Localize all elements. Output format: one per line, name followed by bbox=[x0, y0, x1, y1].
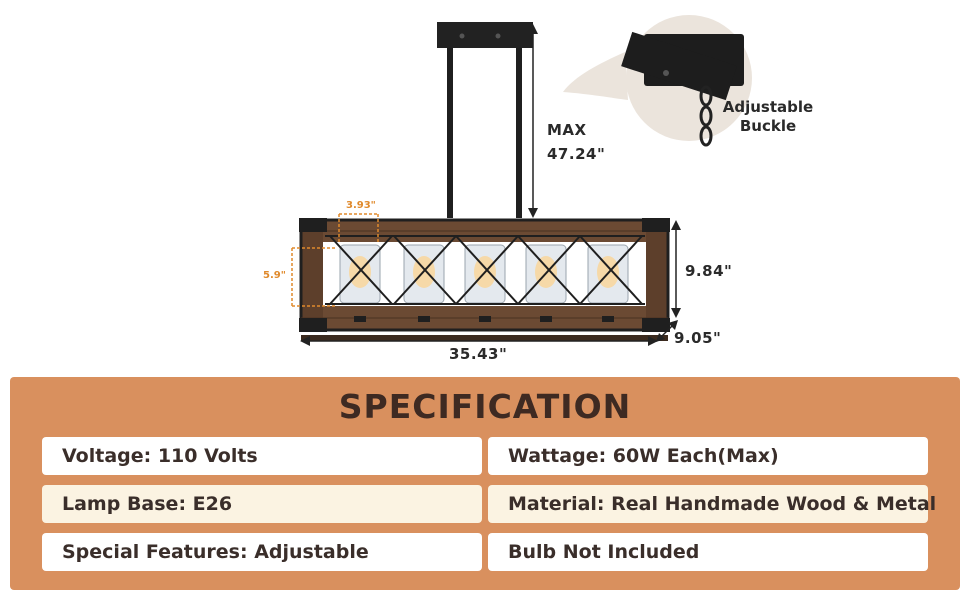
spec-special-features: Special Features: Adjustable bbox=[42, 533, 482, 571]
spec-voltage: Voltage: 110 Volts bbox=[42, 437, 482, 475]
specification-title: SPECIFICATION bbox=[338, 387, 632, 426]
max-height-value: 47.24" bbox=[547, 145, 606, 163]
spec-wattage: Wattage: 60W Each(Max) bbox=[488, 437, 928, 475]
shade-height-value: 5.9" bbox=[263, 270, 286, 281]
rod-left bbox=[447, 48, 453, 218]
inset-label-line2: Buckle bbox=[739, 117, 797, 135]
shade-width-value: 3.93" bbox=[346, 200, 376, 211]
rod-right bbox=[516, 48, 522, 218]
spec-bulb: Bulb Not Included bbox=[488, 533, 928, 571]
adjustable-buckle-label: Adjustable Buckle bbox=[718, 98, 818, 136]
spec-lamp-base: Lamp Base: E26 bbox=[42, 485, 482, 523]
product-diagram: MAX 47.24" 9.84" 9.05" 35.43" 3.93" 5.9"… bbox=[263, 15, 818, 363]
spec-material: Material: Real Handmade Wood & Metal bbox=[488, 485, 936, 523]
shade-dimension-lines bbox=[291, 213, 379, 307]
adjustable-buckle-inset bbox=[563, 15, 752, 147]
fixture-depth-value: 9.05" bbox=[674, 329, 722, 347]
chandelier-illustration bbox=[291, 15, 752, 346]
max-label: MAX bbox=[547, 121, 587, 139]
specification-panel: SPECIFICATION Voltage: 110 Volts Wattage… bbox=[10, 377, 960, 590]
inset-label-line1: Adjustable bbox=[722, 98, 814, 116]
fixture-length-value: 35.43" bbox=[449, 345, 508, 363]
ceiling-canopy bbox=[437, 22, 533, 48]
fixture-height-value: 9.84" bbox=[685, 262, 733, 280]
